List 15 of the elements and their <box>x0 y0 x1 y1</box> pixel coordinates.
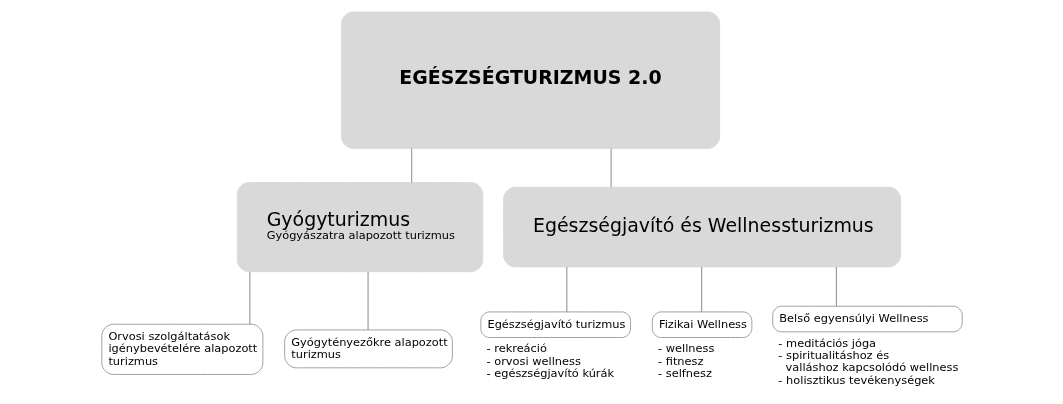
node-label: - selfnesz <box>657 365 712 380</box>
node-label: - egészségjavító kúrák <box>486 365 614 380</box>
connector <box>367 271 369 331</box>
connector <box>565 266 567 313</box>
connector <box>700 266 702 313</box>
node-label: - orvosi wellness <box>486 353 581 368</box>
node-label: - wellness <box>657 341 714 356</box>
node-label: - meditációs jóga <box>777 335 876 350</box>
connector <box>610 147 612 188</box>
connector <box>248 271 250 325</box>
node-label: - fitnesz <box>657 353 703 368</box>
connector <box>835 266 837 307</box>
connector <box>410 147 412 184</box>
node-label: - holisztikus tevékenységek <box>777 372 935 387</box>
node-label: - rekreáció <box>486 341 547 356</box>
